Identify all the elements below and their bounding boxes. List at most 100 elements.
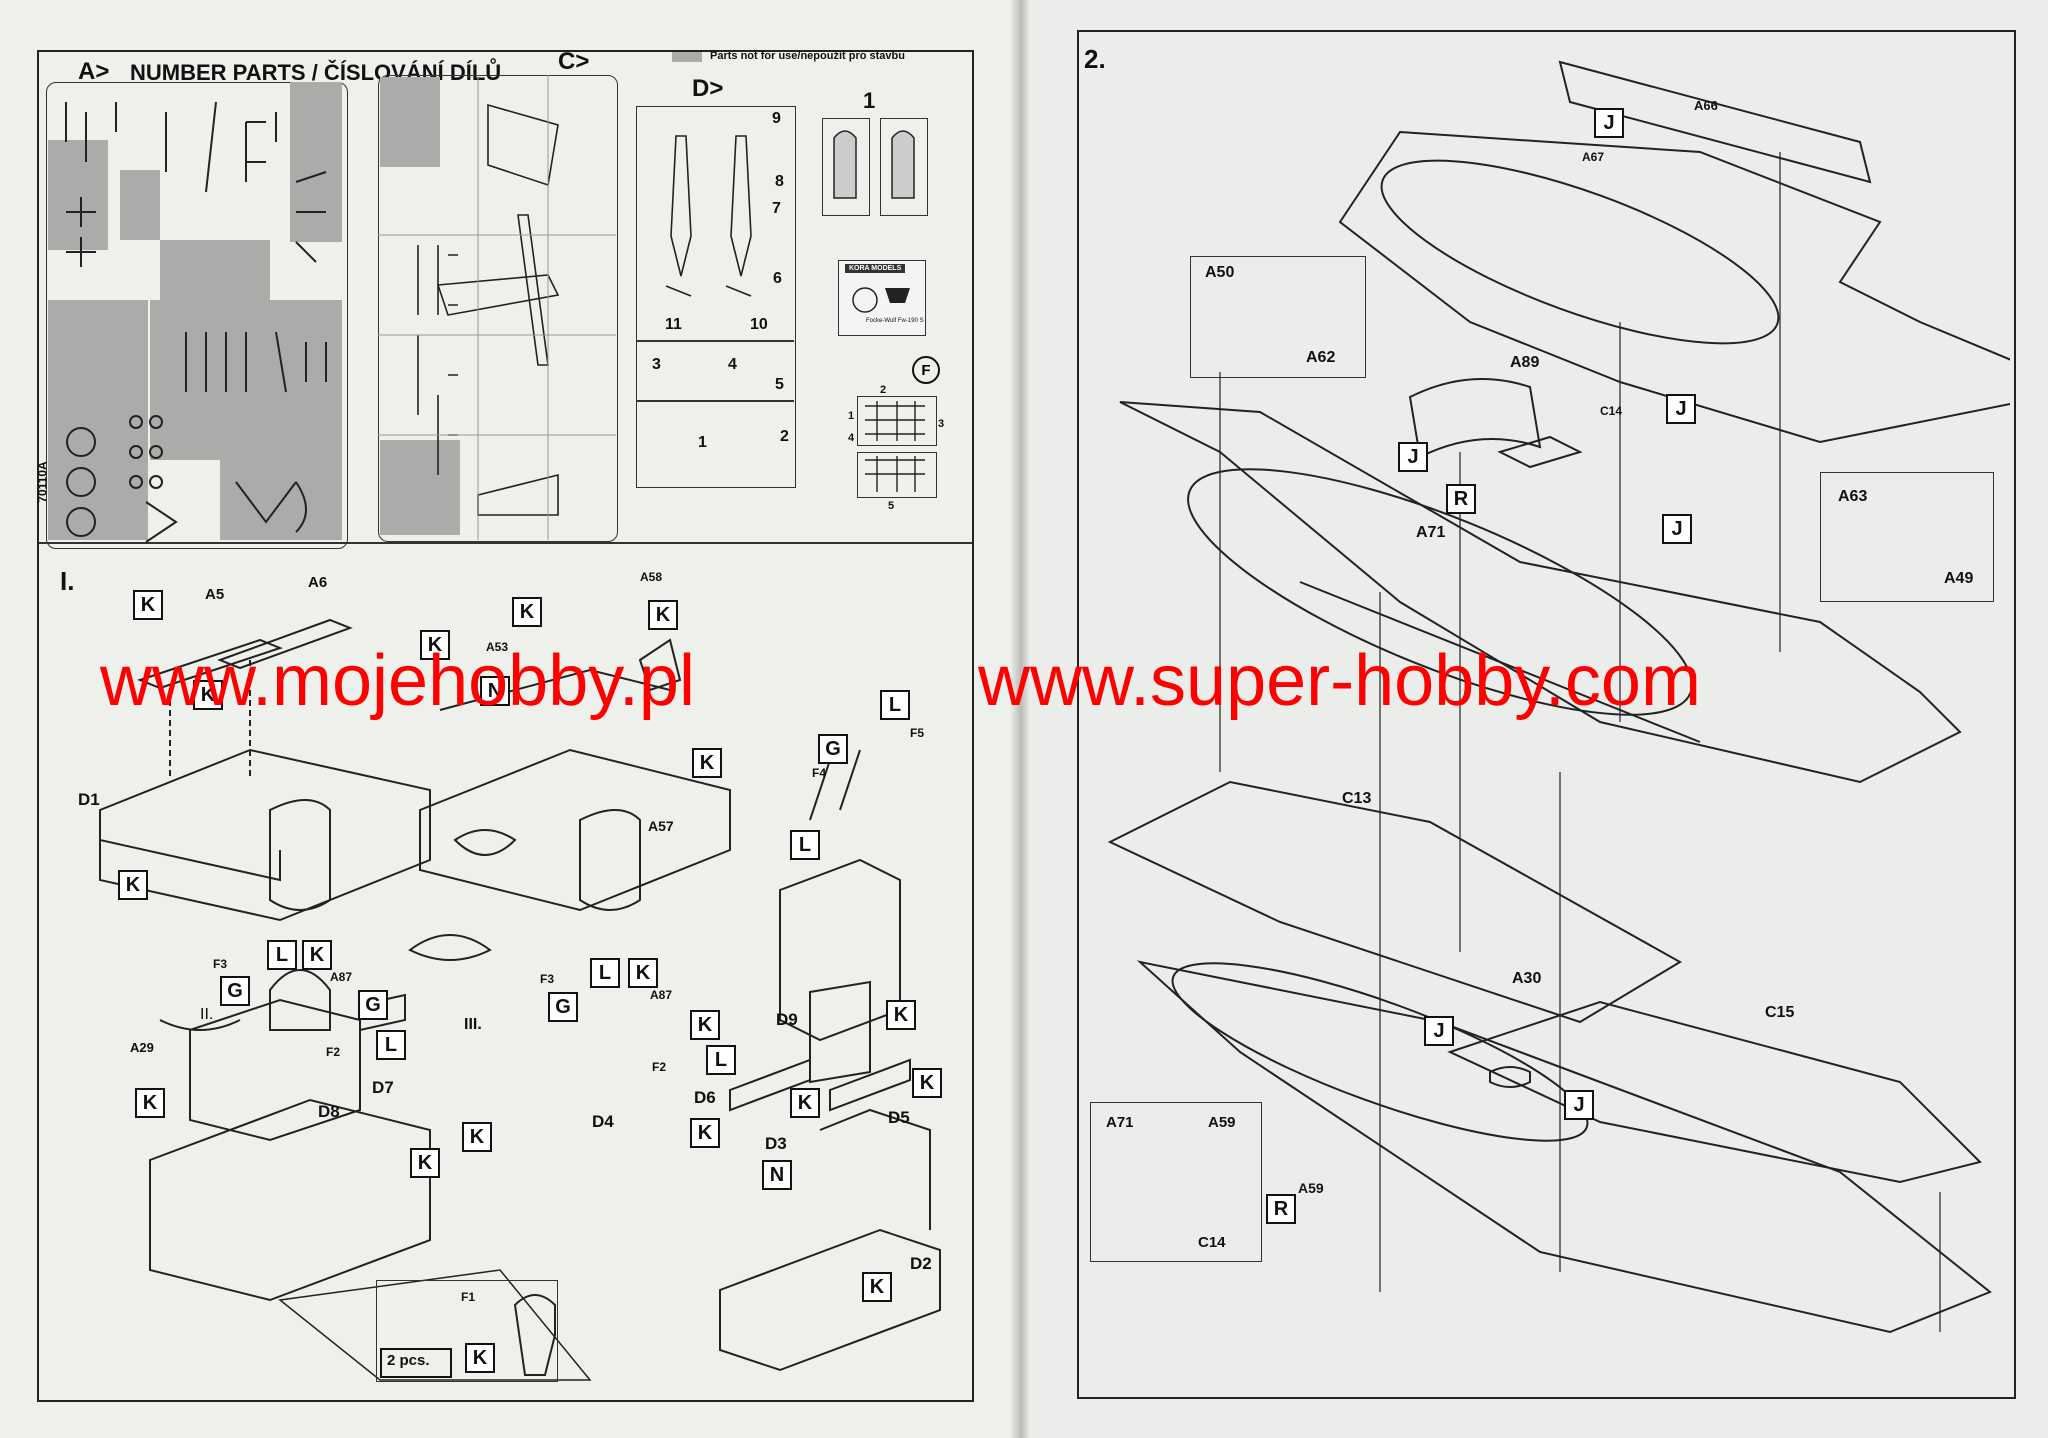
sprue-d-num-6: 6 [773,270,782,287]
sprue-d-small-2: 2 [780,428,789,445]
lbl-a71-top: A71 [1416,524,1446,541]
sprue-d-divider-2 [636,400,794,402]
sprue-a-shade-1 [48,140,108,250]
fret-num-1: 1 [848,410,855,422]
book-gutter [1010,0,1030,1438]
tag-g-2: G [220,976,250,1006]
sprue-d-num-11: 11 [665,316,682,333]
lbl-f1: F1 [461,1290,476,1304]
pcs-label-box [380,1348,452,1378]
fret-badge: F [912,356,940,384]
lbl-a67: A67 [1582,150,1605,164]
lbl-d4: D4 [592,1112,614,1131]
tag-g-3: G [358,990,388,1020]
sprue-d-parts [665,135,752,297]
tag-k-18: K [862,1272,892,1302]
sprue-c-parts [378,75,616,540]
lbl-a62: A62 [1306,349,1336,366]
sprue-d-small-3: 3 [652,356,661,373]
pcs-label: 2 pcs. [387,1352,430,1369]
tag-k-2: K [512,597,542,627]
lbl-a87-right: A87 [650,988,673,1002]
fret-label: F [921,361,931,379]
tag-l-2: L [790,830,820,860]
sprue-c [378,75,618,542]
lbl-a59-detail: A59 [1208,1114,1236,1131]
tag-k-17: K [690,1118,720,1148]
lbl-a49: A49 [1944,570,1974,587]
tag-l-3: L [267,940,297,970]
lbl-c14-detail: C14 [1198,1234,1226,1251]
detail-box-a63 [1820,472,1994,602]
tag-n-2: N [762,1160,792,1190]
lbl-a59: A59 [1298,1180,1324,1196]
mask-right [880,118,928,216]
left-page [0,0,1018,1438]
box-caption: Focke-Wulf Fw-190 S [866,318,924,324]
sprue-d-num-8: 8 [775,173,784,190]
tag-j-3: J [1398,442,1428,472]
lbl-d2: D2 [910,1254,932,1273]
tag-k-12: K [628,958,658,988]
legend-text: Parts not for use/nepoužít pro stavbu [710,50,905,62]
kit-code: 70110A [35,461,50,503]
sprue-d [636,106,796,488]
step2-drawing [1107,60,2010,1334]
lbl-c15: C15 [1765,1004,1795,1021]
detail-box-a50 [1190,256,1366,378]
lbl-f5: F5 [910,726,925,740]
sprue-a-shade-7 [290,82,342,242]
lbl-a30: A30 [1512,970,1542,987]
lbl-c14-top: C14 [1600,404,1623,418]
section-a-label: A> [78,58,110,85]
lbl-iii: III. [464,1016,482,1033]
fret-bottom [857,452,937,498]
tag-k-4: K [420,630,450,660]
tag-k-10: K [410,1148,440,1178]
lbl-d9: D9 [776,1010,798,1029]
tag-k-19: K [465,1343,495,1373]
tag-j-6: J [1564,1090,1594,1120]
tag-k-11: K [462,1122,492,1152]
tag-l-5: L [590,958,620,988]
step1-frame [37,542,974,1402]
watermark-superhobby: www.super-hobby.com [978,641,1701,721]
sprue-a [46,82,348,549]
lbl-f3-right: F3 [540,972,555,986]
pilot-figure-box [376,1280,558,1382]
lbl-f2-left: F2 [326,1045,341,1059]
lbl-ii: II. [200,1006,214,1023]
fret-num-2: 2 [880,384,887,396]
lbl-a89: A89 [1510,354,1540,371]
tag-k-7: K [118,870,148,900]
watermark-mojehobby: www.mojehobby.pl [100,641,695,721]
tag-k-15: K [790,1088,820,1118]
detail-box-a71 [1090,1102,1262,1262]
lbl-c13: C13 [1342,790,1372,807]
sprue-d-small-4: 4 [728,356,737,373]
legend-swatch [672,52,702,62]
mask-shapes [833,130,915,199]
sprue-c-shade-2 [380,440,460,535]
tag-k-14: K [690,1010,720,1040]
lbl-a29: A29 [130,1040,154,1055]
tag-r-1: R [1446,484,1476,514]
box-logo-text: KORA MODELS [845,264,906,273]
mask-left [822,118,870,216]
sprue-a-parts [65,101,327,543]
lbl-a50: A50 [1205,264,1235,281]
tag-g-4: G [548,992,578,1022]
tag-k-3: K [648,600,678,630]
lbl-d6: D6 [694,1088,716,1107]
lbl-d7: D7 [372,1078,394,1097]
box-logo-graphic [852,287,910,313]
tag-l-1: L [880,690,910,720]
lbl-f2-right: F2 [652,1060,667,1074]
tag-k-9: K [135,1088,165,1118]
lbl-d5: D5 [888,1108,910,1127]
tag-g-1: G [818,734,848,764]
sprue-d-label: D> [692,75,724,102]
sprue-a-shade-6 [220,300,342,540]
lbl-a87-left: A87 [330,970,353,984]
tag-n-1: N [480,676,510,706]
